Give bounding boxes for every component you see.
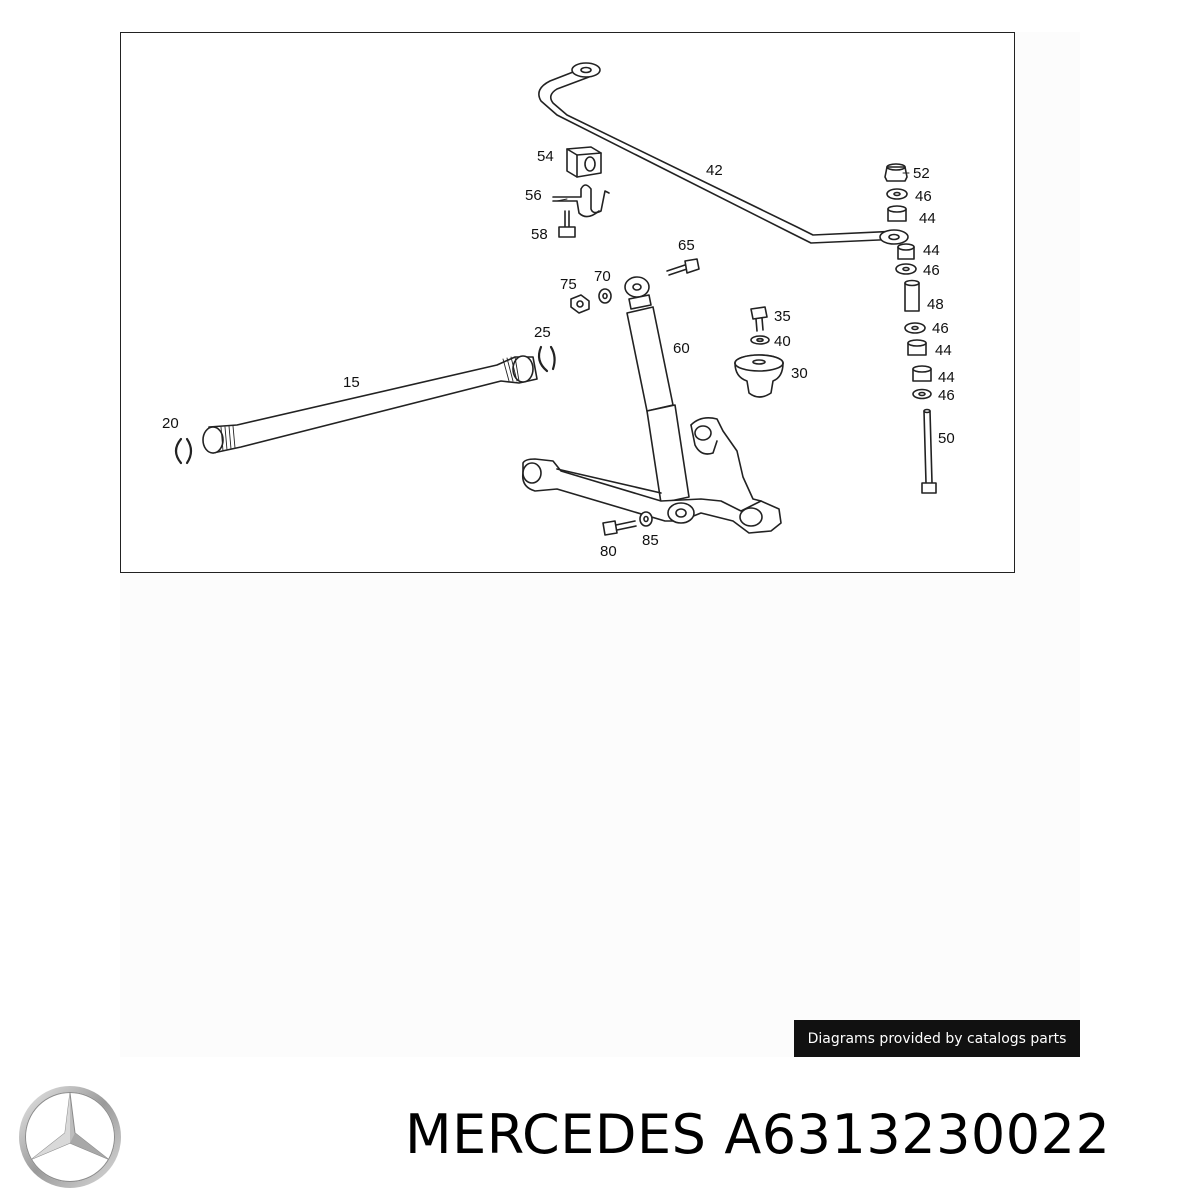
snap-ring-20-drawing xyxy=(174,437,193,465)
part-label-44: 44 xyxy=(919,210,936,227)
part-label-42: 42 xyxy=(706,162,723,179)
part-label-60: 60 xyxy=(673,340,690,357)
link-stack-upper-drawing xyxy=(884,163,908,222)
bolt-80-washer-85-drawing xyxy=(602,511,653,536)
snap-ring-25-drawing xyxy=(537,345,556,373)
exploded-view-drawing: 42 52 46 44 44 46 48 46 44 44 46 50 54 5… xyxy=(162,62,955,560)
part-label-44: 44 xyxy=(935,342,952,359)
part-label-46: 46 xyxy=(915,188,932,205)
part-label-85: 85 xyxy=(642,532,659,549)
bolt-65-drawing xyxy=(666,258,700,276)
part-label-58: 58 xyxy=(531,226,548,243)
mercedes-star-icon xyxy=(19,1086,121,1188)
stabilizer-bar-drawing xyxy=(538,62,909,245)
brand-name: MERCEDES xyxy=(405,1103,707,1166)
diagram-credit-badge: Diagrams provided by catalogs parts xyxy=(794,1020,1080,1057)
part-label-46: 46 xyxy=(938,387,955,404)
part-label-46: 46 xyxy=(923,262,940,279)
link-stack-lower-drawing xyxy=(895,243,937,494)
control-arm-drawing xyxy=(521,417,782,534)
part-label-48: 48 xyxy=(927,296,944,313)
parts-diagram: 42 52 46 44 44 46 48 46 44 44 46 50 54 5… xyxy=(120,32,1015,573)
bar-mount-bushing-drawing xyxy=(566,146,602,178)
part-number: A6313230022 xyxy=(724,1103,1111,1166)
part-label-54: 54 xyxy=(537,148,554,165)
torsion-bar-drawing xyxy=(202,355,538,454)
part-label-65: 65 xyxy=(678,237,695,254)
nut-washer-drawing xyxy=(570,288,612,314)
shock-absorber-drawing xyxy=(624,276,690,504)
part-label-56: 56 xyxy=(525,187,542,204)
part-label-44: 44 xyxy=(923,242,940,259)
bracket-clamp-drawing xyxy=(552,184,610,218)
part-label-46: 46 xyxy=(932,320,949,337)
part-label-40: 40 xyxy=(774,333,791,350)
part-label-30: 30 xyxy=(791,365,808,382)
bolt-58-drawing xyxy=(558,210,576,238)
part-label-44: 44 xyxy=(938,369,955,386)
part-label-70: 70 xyxy=(594,268,611,285)
part-label-25: 25 xyxy=(534,324,551,341)
part-labels: 42 52 46 44 44 46 48 46 44 44 46 50 54 5… xyxy=(162,148,955,560)
part-label-20: 20 xyxy=(162,415,179,432)
part-label-80: 80 xyxy=(600,543,617,560)
part-label-75: 75 xyxy=(560,276,577,293)
part-label-50: 50 xyxy=(938,430,955,447)
credit-text: Diagrams provided by catalogs parts xyxy=(807,1030,1067,1047)
part-label-35: 35 xyxy=(774,308,791,325)
part-label-52: 52 xyxy=(913,165,930,182)
part-label-15: 15 xyxy=(343,374,360,391)
buffer-assembly-drawing xyxy=(734,306,784,398)
leader-lines xyxy=(556,172,910,202)
